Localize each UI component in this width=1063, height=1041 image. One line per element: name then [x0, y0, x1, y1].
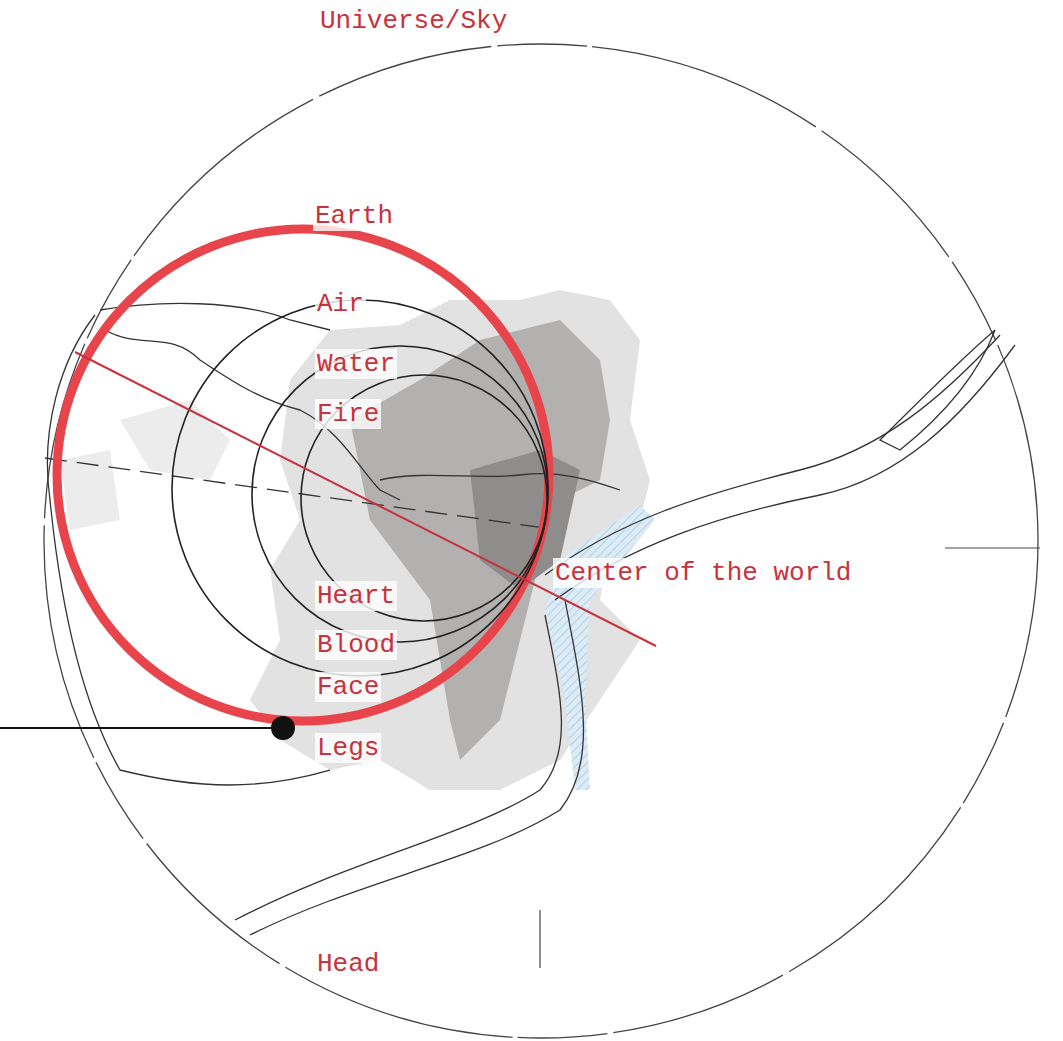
red-axis: [75, 352, 656, 646]
river-banks: [47, 303, 1015, 935]
body-label: Heart: [315, 581, 397, 611]
element-label: Air: [315, 289, 366, 319]
sky-label: Universe/Sky: [318, 6, 509, 36]
air-circle: [172, 300, 548, 676]
earth-circle: [57, 229, 549, 721]
body-label: Legs: [315, 733, 381, 763]
fire-circle: [301, 375, 547, 621]
element-label: Fire: [315, 399, 381, 429]
universe-circle: [44, 44, 1038, 1038]
leader-line: [0, 727, 283, 729]
element-label: Earth: [313, 201, 395, 231]
body-label: Face: [315, 672, 381, 702]
dashed-axis: [45, 458, 545, 528]
boundary-tick: [945, 547, 1040, 548]
body-label: Blood: [315, 630, 397, 660]
boundary-tick: [539, 910, 540, 968]
center-label: Center of the world: [553, 558, 853, 588]
river: [545, 505, 655, 790]
element-label: Water: [315, 349, 397, 379]
marker-dot: [271, 716, 295, 740]
water-circle: [252, 346, 548, 642]
body-label: Head: [315, 949, 381, 979]
